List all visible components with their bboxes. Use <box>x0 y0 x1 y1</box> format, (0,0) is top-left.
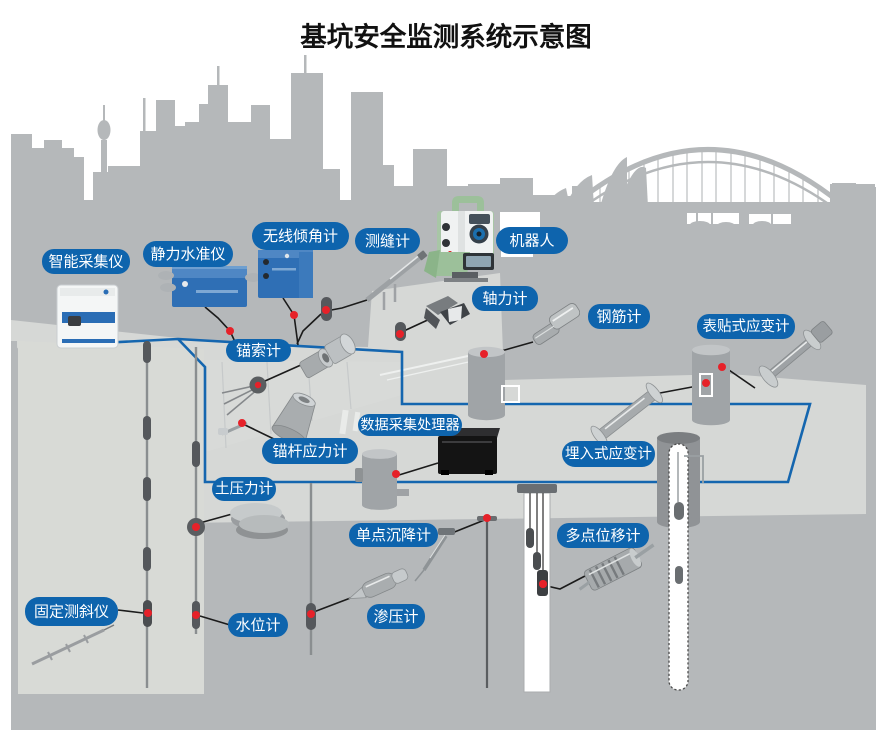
svg-text:锚杆应力计: 锚杆应力计 <box>272 442 347 460</box>
svg-text:智能采集仪: 智能采集仪 <box>48 253 123 271</box>
svg-text:土压力计: 土压力计 <box>215 481 273 498</box>
svg-text:数据采集处理器: 数据采集处理器 <box>360 417 459 434</box>
svg-text:锚索计: 锚索计 <box>236 343 281 360</box>
svg-text:渗压计: 渗压计 <box>373 609 418 626</box>
svg-text:静力水准仪: 静力水准仪 <box>150 246 225 263</box>
svg-text:钢筋计: 钢筋计 <box>596 309 641 326</box>
svg-text:表贴式应变计: 表贴式应变计 <box>703 317 790 335</box>
svg-text:测缝计: 测缝计 <box>365 233 410 250</box>
svg-text:埋入式应变计: 埋入式应变计 <box>565 445 652 463</box>
svg-text:轴力计: 轴力计 <box>482 291 527 308</box>
svg-text:基坑安全监测系统示意图: 基坑安全监测系统示意图 <box>300 22 592 52</box>
svg-text:多点位移计: 多点位移计 <box>565 528 640 545</box>
svg-text:水位计: 水位计 <box>235 617 280 634</box>
svg-text:单点沉降计: 单点沉降计 <box>356 527 431 544</box>
svg-text:机器人: 机器人 <box>509 233 554 250</box>
svg-text:固定测斜仪: 固定测斜仪 <box>34 604 109 621</box>
svg-text:无线倾角计: 无线倾角计 <box>263 228 338 245</box>
